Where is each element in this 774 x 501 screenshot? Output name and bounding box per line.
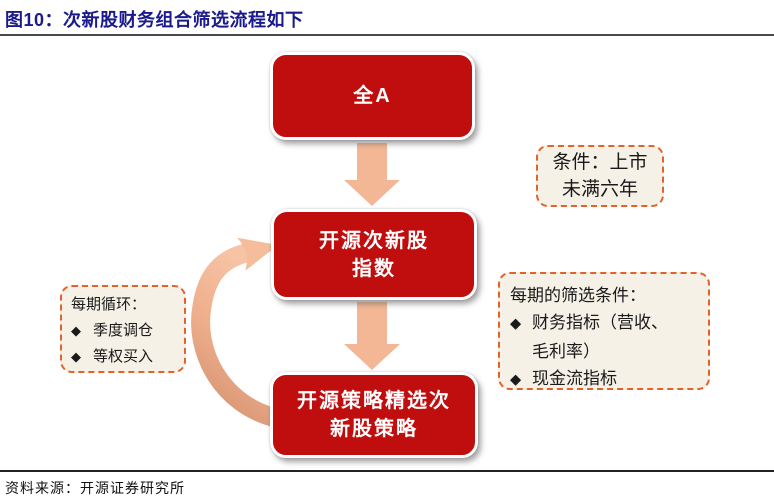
note-line: 条件：上市 [552,152,648,173]
note-bullet-row: ◆ 季度调仓 [71,318,175,344]
figure-title: 图10：次新股财务组合筛选流程如下 [5,10,304,30]
flow-box-label-line1: 开源策略精选次 [297,390,451,412]
note-bullet-row: ◆ 等权买入 [71,344,175,370]
note-bullet-row: 毛利率） [510,338,698,365]
flow-box-strategy: 开源策略精选次 新股策略 [270,372,478,458]
note-line: 财务指标（营收、 [532,313,668,332]
note-screening-conditions: 每期的筛选条件： ◆ 财务指标（营收、 毛利率） ◆ 现金流指标 [498,272,710,390]
flow-box-label-line2: 指数 [352,257,396,280]
flow-box-all-a: 全A [270,52,475,140]
flow-box-subnew-index: 开源次新股 指数 [271,209,477,300]
note-bullet-row: ◆ 现金流指标 [510,365,698,394]
note-line: 现金流指标 [532,369,617,388]
diamond-bullet-icon: ◆ [510,316,522,332]
note-heading: 每期的筛选条件： [510,286,646,305]
diamond-bullet-icon: ◆ [71,323,81,338]
note-line: 未满六年 [561,179,638,200]
note-line: 季度调仓 [93,322,154,339]
note-line: 毛利率） [532,342,600,361]
note-cycle-rules: 每期循环： ◆ 季度调仓 ◆ 等权买入 [60,285,186,373]
flow-box-label-line1: 开源次新股 [319,229,429,252]
note-heading: 每期循环： [71,296,147,313]
note-listing-condition: 条件：上市 未满六年 [536,145,664,207]
title-divider [0,34,774,36]
footer-divider [0,470,774,472]
diamond-bullet-icon: ◆ [71,349,81,364]
diamond-bullet-icon: ◆ [510,372,522,388]
note-bullet-row: ◆ 财务指标（营收、 [510,309,698,338]
flow-box-label: 全A [353,85,392,107]
loop-arrow-icon [191,237,279,428]
data-source: 资料来源：开源证券研究所 [5,480,185,496]
note-line: 等权买入 [93,348,154,365]
flow-box-label-line2: 新股策略 [330,418,418,440]
down-arrow-icon [344,302,400,370]
down-arrow-icon [344,143,400,206]
